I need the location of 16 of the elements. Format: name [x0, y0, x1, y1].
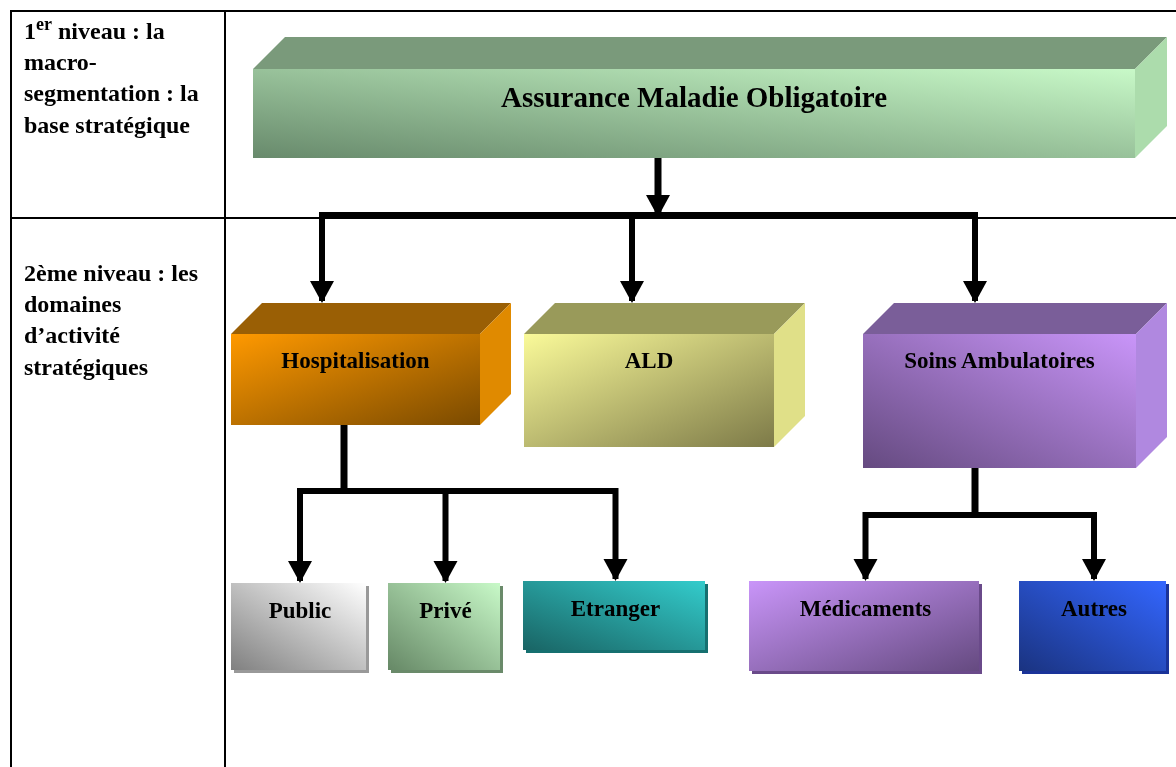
box-label: Assurance Maladie Obligatoire	[499, 80, 889, 115]
box-label: Hospitalisation	[280, 347, 431, 375]
box-label: ALD	[623, 347, 675, 375]
box-label: Etranger	[569, 595, 662, 623]
box-label: Public	[267, 597, 333, 625]
row-heading: 1$^{er}$ niveau : la macro-segmentation : la base stratégique	[24, 16, 200, 140]
box-label: Médicaments	[798, 595, 933, 623]
box-label: Soins Ambulatoires	[903, 347, 1096, 375]
arrow	[658, 212, 987, 303]
row-heading: 2ème niveau : les domaines d’activité stratégiques	[24, 259, 199, 382]
arrow	[288, 488, 344, 583]
box-label: Autres	[1060, 595, 1128, 623]
arrow	[344, 488, 628, 581]
arrow	[853, 512, 975, 581]
arrow	[975, 512, 1106, 581]
box-label: Privé	[418, 597, 473, 625]
